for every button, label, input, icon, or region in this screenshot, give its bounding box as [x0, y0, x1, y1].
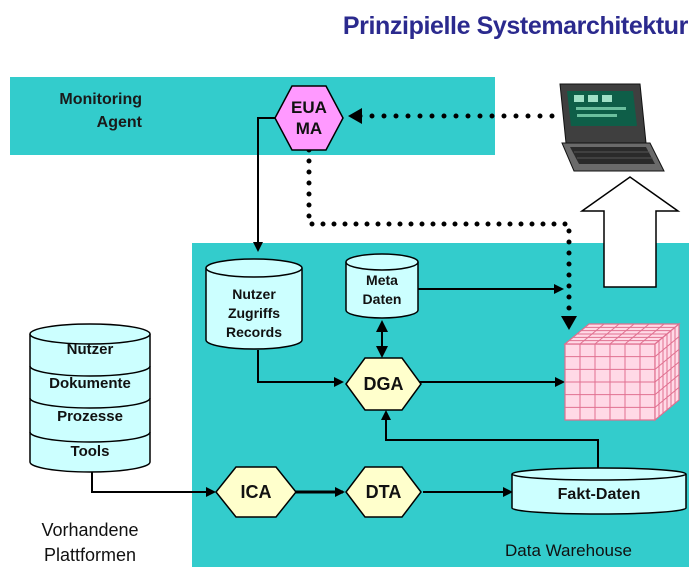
platform-item-prozesse: Prozesse [57, 407, 123, 425]
fakt-daten-cylinder [511, 467, 687, 515]
meta-daten-cylinder [345, 253, 419, 319]
dta-hexagon [345, 466, 422, 518]
data-cube-icon [563, 322, 681, 422]
dga-hexagon [345, 357, 422, 411]
data-warehouse-label: Data Warehouse [505, 541, 632, 560]
monitoring-label-line2: Agent [96, 114, 142, 131]
slide-title: Prinzipielle Systemarchitektur [342, 12, 688, 40]
fakt-daten-label: Fakt-Daten [557, 486, 641, 503]
nutzer-zugriffs-line3: Records [225, 323, 283, 340]
laptop-icon [559, 83, 665, 172]
platform-item-nutzer: Nutzer [66, 340, 114, 358]
euama-label-line2: MA [295, 119, 323, 138]
nutzer-zugriffs-line1: Nutzer [232, 285, 276, 302]
platform-item-dokumente: Dokumente [49, 374, 131, 392]
meta-daten-line2: Daten [362, 291, 402, 307]
euama-hexagon [274, 85, 344, 151]
platform-caption-line1: Vorhandene [41, 520, 139, 540]
ica-hexagon [215, 466, 297, 518]
nutzer-zugriffs-cylinder [205, 258, 303, 350]
nutzer-zugriffs-label: Nutzer Zugriffs Records [206, 280, 302, 346]
meta-daten-line1: Meta [366, 272, 398, 288]
platform-caption-line2: Plattformen [43, 545, 137, 565]
monitoring-region [10, 77, 495, 155]
platform-item-tools: Tools [70, 442, 110, 460]
nutzer-zugriffs-line2: Zugriffs [227, 304, 281, 321]
monitoring-agent-label: Monitoring Agent [12, 88, 142, 134]
euama-label-line1: EUA [291, 98, 327, 117]
dta-label: DTA [365, 481, 402, 502]
euama-label: EUA MA [277, 89, 341, 147]
meta-daten-label: Meta Daten [346, 268, 418, 312]
ica-label: ICA [240, 481, 272, 502]
platform-caption: Vorhandene Plattformen [20, 518, 160, 568]
upload-arrow-icon [579, 176, 681, 288]
platform-stack-cylinder [29, 323, 151, 473]
dga-label: DGA [363, 373, 404, 394]
monitoring-label-line1: Monitoring [59, 91, 142, 108]
